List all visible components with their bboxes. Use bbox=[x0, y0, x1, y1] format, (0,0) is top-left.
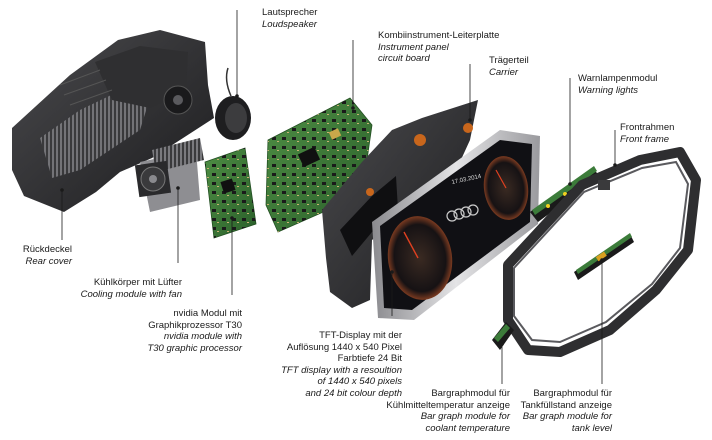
label-carrier-de: Trägerteil bbox=[489, 55, 529, 66]
label-carrier-en: Carrier bbox=[489, 66, 519, 78]
label-warning-lights: Warnlampenmodul Warning lights bbox=[578, 73, 657, 96]
label-tank-bargraph: Bargraphmodul für Tankfüllstand anzeige … bbox=[500, 388, 612, 434]
label-circuit-board-en2: circuit board bbox=[378, 53, 430, 64]
coolant-bargraph-part bbox=[492, 322, 514, 350]
label-loudspeaker-de: Lautsprecher bbox=[262, 7, 318, 18]
label-loudspeaker: Lautsprecher Loudspeaker bbox=[262, 7, 317, 30]
label-coolant-bargraph: Bargraphmodul für Kühlmitteltemperatur a… bbox=[370, 388, 510, 434]
label-circuit-board-en1: Instrument panel bbox=[378, 41, 449, 53]
label-front-frame-de: Frontrahmen bbox=[620, 122, 675, 133]
label-nvidia-module-en1: nvidia module with bbox=[163, 331, 242, 342]
label-circuit-board: Kombiinstrument-Leiterplatte Instrument … bbox=[378, 30, 499, 65]
label-cooling-module-en: Cooling module with fan bbox=[80, 288, 182, 300]
label-cooling-module: Kühlkörper mit Lüfter Cooling module wit… bbox=[60, 277, 182, 300]
label-rear-cover: Rückdeckel Rear cover bbox=[14, 244, 72, 267]
rear-cover-part bbox=[12, 30, 214, 212]
label-front-frame: Frontrahmen Front frame bbox=[620, 122, 674, 145]
label-coolant-bargraph-de2: Kühlmitteltemperatur anzeige bbox=[386, 399, 510, 411]
label-nvidia-module-de2: Graphikprozessor T30 bbox=[148, 319, 242, 331]
nvidia-module-part bbox=[204, 147, 257, 239]
label-coolant-bargraph-en1: Bar graph module for bbox=[420, 411, 510, 422]
label-cooling-module-de: Kühlkörper mit Lüfter bbox=[93, 277, 182, 288]
label-tank-bargraph-en2: tank level bbox=[571, 422, 612, 434]
label-rear-cover-en: Rear cover bbox=[25, 255, 72, 267]
label-carrier: Trägerteil Carrier bbox=[489, 55, 529, 78]
label-nvidia-module-en2: T30 graphic processor bbox=[147, 342, 242, 354]
label-coolant-bargraph-de1: Bargraphmodul für bbox=[431, 388, 510, 399]
label-rear-cover-de: Rückdeckel bbox=[22, 244, 72, 255]
label-nvidia-module: nvidia Modul mit Graphikprozessor T30 nv… bbox=[120, 308, 242, 354]
front-frame-part bbox=[503, 147, 701, 357]
label-tft-display-de1: TFT-Display mit der bbox=[319, 330, 402, 341]
label-tft-display-de3: Farbtiefe 24 Bit bbox=[337, 353, 402, 364]
label-warning-lights-de: Warnlampenmodul bbox=[578, 73, 658, 84]
cooling-module-part bbox=[134, 138, 204, 212]
label-tank-bargraph-de2: Tankfüllstand anzeige bbox=[520, 399, 612, 411]
label-loudspeaker-en: Loudspeaker bbox=[262, 18, 317, 30]
label-nvidia-module-de1: nvidia Modul mit bbox=[173, 308, 242, 319]
label-tank-bargraph-de1: Bargraphmodul für bbox=[533, 388, 612, 399]
audi-rings-logo bbox=[446, 204, 479, 222]
label-tft-display-en1: TFT display with a resoultion bbox=[281, 364, 402, 376]
leader-lines bbox=[60, 10, 617, 384]
label-warning-lights-en: Warning lights bbox=[578, 84, 639, 96]
tft-display-part: 17.03.2014 bbox=[372, 130, 540, 320]
label-tank-bargraph-en1: Bar graph module for bbox=[522, 411, 612, 422]
label-front-frame-en: Front frame bbox=[620, 133, 670, 145]
loudspeaker-part bbox=[215, 67, 251, 140]
label-coolant-bargraph-en2: coolant temperature bbox=[425, 422, 511, 434]
label-tft-display-en2: of 1440 x 540 pixels bbox=[317, 376, 402, 387]
label-tft-display-de2: Auflösung 1440 x 540 Pixel bbox=[286, 341, 402, 353]
tank-bargraph-part bbox=[574, 233, 634, 280]
label-tft-display-en3: and 24 bit colour depth bbox=[305, 387, 402, 399]
label-circuit-board-de: Kombiinstrument-Leiterplatte bbox=[378, 30, 500, 41]
label-tft-display: TFT-Display mit der Auflösung 1440 x 540… bbox=[264, 330, 402, 399]
